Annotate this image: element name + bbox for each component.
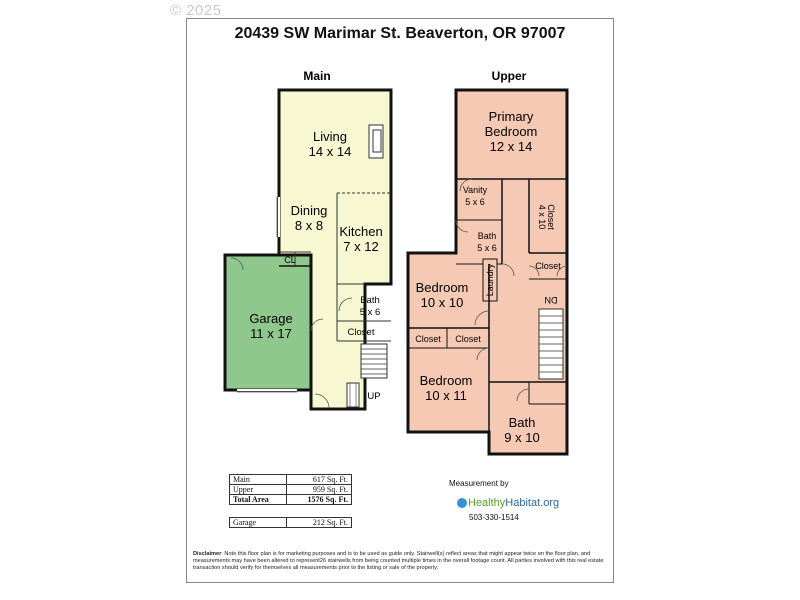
upper-bath1-name: Bath [478,231,497,241]
closet-a-name: Closet [415,334,441,344]
main-stairs [360,343,388,379]
disclaimer-text: : Note this floor plan is for marketing … [193,551,604,571]
vanity-size: 5 x 6 [465,197,485,207]
cl-name: CL [284,255,296,265]
bedroom1-name: Bedroom [416,280,469,295]
closet-4x10-name: Closet [546,204,556,230]
area-row-total: Total Area 1576 Sq. Ft. [229,494,352,505]
main-stairs-up-label: UP [367,391,380,402]
area-summary-table: Main 617 Sq. Ft. Upper 959 Sq. Ft. Total… [229,474,352,505]
upper-bath2-name: Bath [509,415,536,430]
bedroom2-name: Bedroom [420,373,473,388]
property-address: 20439 SW Marimar St. Beaverton, OR 97007 [234,25,566,42]
area-value: 1576 Sq. Ft. [286,494,352,505]
dining-size: 8 x 8 [295,218,323,233]
area-row-main: Main 617 Sq. Ft. [229,474,352,485]
upper-stairs-down-label: DN [545,295,558,305]
closet-4x10-size: 4 x 10 [537,205,547,230]
main-closet-name: Closet [348,327,375,338]
vanity-name: Vanity [463,185,488,195]
measurement-by-label: Measurement by [449,479,509,488]
primary-bedroom-size: 12 x 14 [490,139,533,154]
garage-area-table: Garage 212 Sq. Ft. [229,517,352,528]
area-value: 617 Sq. Ft. [286,474,352,485]
bedroom1-size: 10 x 10 [421,295,464,310]
area-value: 959 Sq. Ft. [286,484,352,495]
bedroom2-size: 10 x 11 [425,388,467,403]
upper-bath2-size: 9 x 10 [504,430,539,445]
floor-plan-sheet: 20439 SW Marimar St. Beaverton, OR 97007… [186,18,614,583]
primary-bedroom-name-line2: Bedroom [485,124,538,139]
area-row-garage: Garage 212 Sq. Ft. [229,517,352,528]
disclaimer: Disclaimer: Note this floor plan is for … [193,551,607,572]
garage-name: Garage [249,311,292,326]
main-floor-label: Main [303,69,330,83]
primary-bedroom-name-line1: Primary [489,109,534,124]
disclaimer-label: Disclaimer [193,551,222,557]
water-heater [346,382,360,408]
kitchen-size: 7 x 12 [343,239,378,254]
area-label: Main [229,474,287,485]
upper-floor-label: Upper [492,69,527,83]
laundry-name: Laundry [485,263,495,296]
logo-habitat: Habitat [505,497,541,509]
floor-plan-drawing: Main [223,69,569,456]
upper-bath1-size: 5 x 6 [477,243,497,253]
main-floor-area [279,90,391,409]
kitchen-name: Kitchen [339,224,382,239]
living-name: Living [313,129,347,144]
main-bath-size: 5 x 6 [360,307,381,318]
garage-size: 11 x 17 [250,326,292,341]
copyright-watermark: © 2025 [170,2,222,19]
area-row-upper: Upper 959 Sq. Ft. [229,484,352,495]
logo-healthy: Healthy [468,497,506,509]
dining-name: Dining [291,203,328,218]
upper-stairs [538,308,564,380]
healthy-habitat-logo: HealthyHabitat.org [457,497,559,509]
area-label: Upper [229,484,287,495]
logo-org: .org [540,497,560,509]
area-label: Total Area [229,494,287,505]
closet-b-name: Closet [455,334,481,344]
garage-area [223,253,313,392]
area-label: Garage [229,517,287,528]
main-bath-name: Bath [360,295,380,306]
closet-upper-right-name: Closet [535,261,561,271]
globe-icon [457,498,467,509]
measurement-phone: 503-330-1514 [469,513,519,522]
living-size: 14 x 14 [309,144,352,159]
area-value: 212 Sq. Ft. [286,517,352,528]
